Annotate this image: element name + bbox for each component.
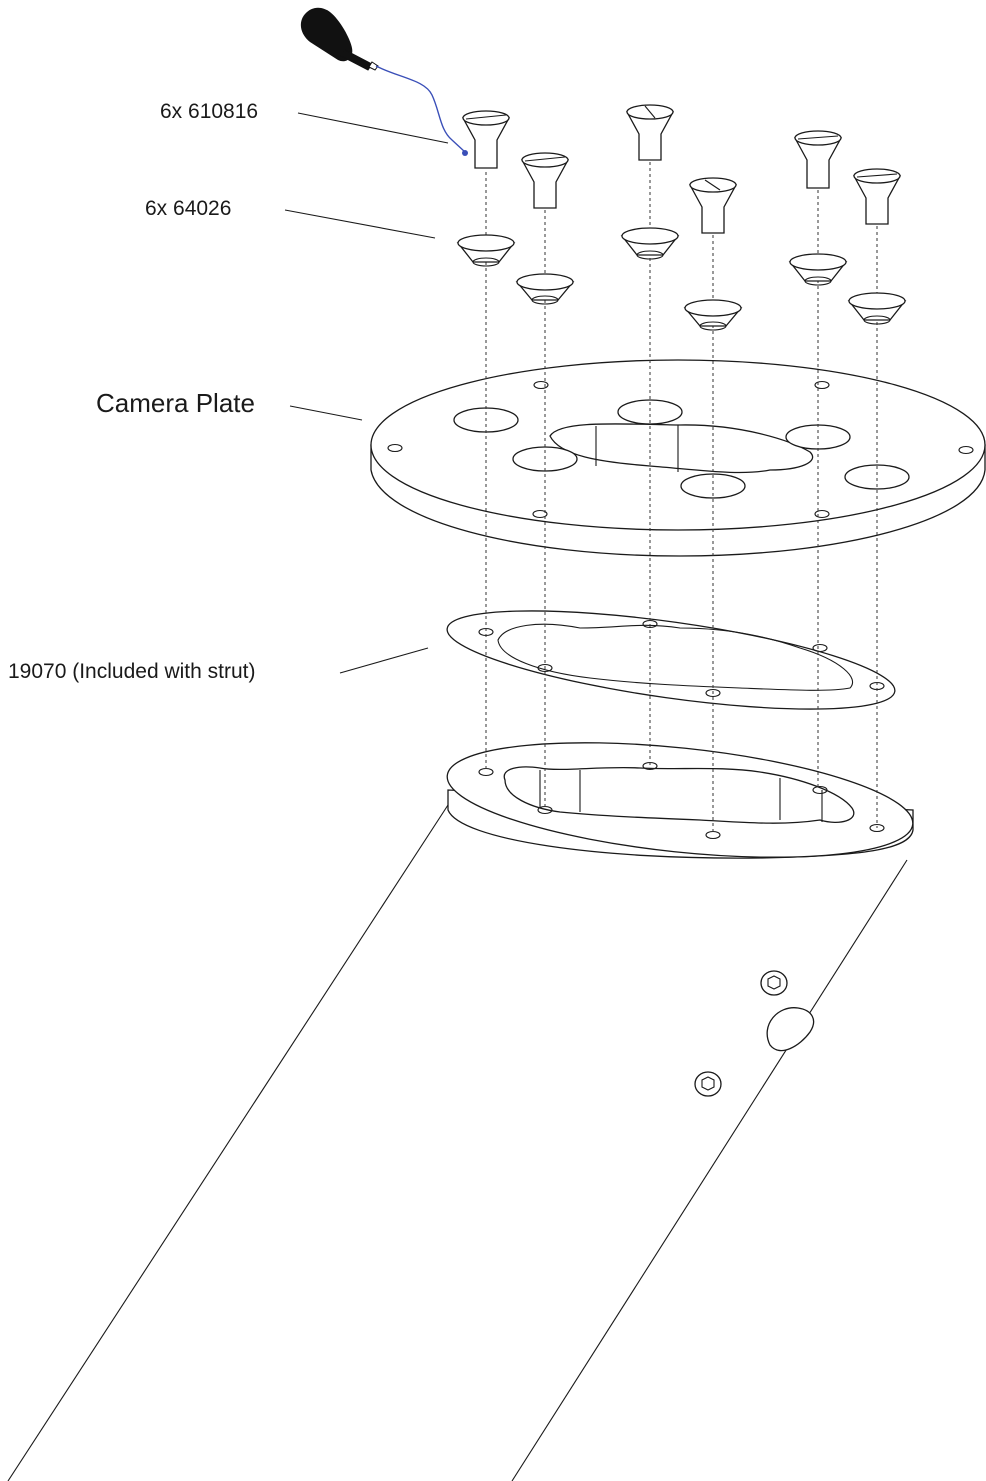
- countersunk-slotted-screw-icon: [520, 152, 570, 209]
- countersunk-slotted-screw-icon: [688, 177, 738, 234]
- countersunk-slotted-screw-icon: [625, 104, 675, 161]
- strut-tube: [7, 804, 908, 1481]
- cup-washer-icon: [788, 253, 848, 286]
- hex-socket-icon: [694, 1071, 722, 1097]
- hex-socket-icon: [760, 970, 788, 996]
- leader-lines: [284, 112, 449, 674]
- alignment-lines: [485, 162, 878, 835]
- countersunk-slotted-screw-icon: [461, 110, 511, 169]
- cup-washer-icon: [683, 299, 743, 331]
- countersunk-slotted-screw-icon: [793, 130, 843, 189]
- gasket: [446, 610, 896, 710]
- screws-callout-label: 6x 610816: [160, 100, 258, 123]
- strut-flange: [446, 742, 914, 859]
- camera-plate: [370, 359, 986, 557]
- washers-callout-label: 6x 64026: [145, 197, 231, 220]
- countersunk-slotted-screw-icon: [852, 168, 902, 225]
- cup-washer-icon: [620, 227, 680, 260]
- cup-washer-icon: [847, 292, 907, 325]
- gasket-callout-label: 19070 (Included with strut): [8, 660, 255, 683]
- cup-washer-icon: [456, 234, 516, 267]
- threadlocker-bottle-icon: [300, 7, 468, 156]
- cup-washer-icon: [515, 273, 575, 305]
- camera-plate-label: Camera Plate: [96, 388, 255, 418]
